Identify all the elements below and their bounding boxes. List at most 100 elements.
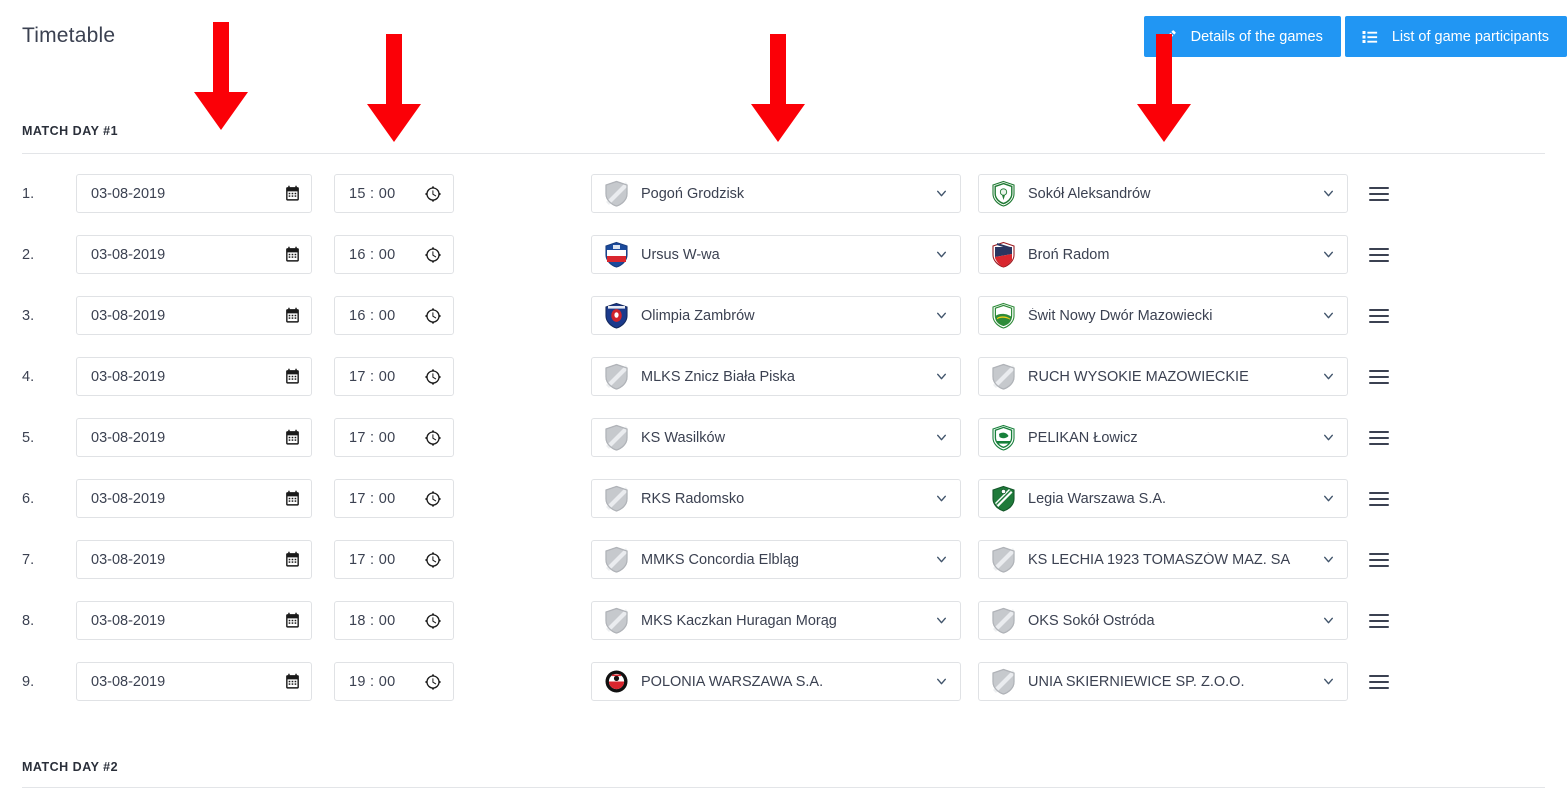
calendar-icon[interactable] <box>284 429 301 446</box>
chevron-down-icon[interactable] <box>934 431 948 444</box>
calendar-icon[interactable] <box>284 307 301 324</box>
reorder-drag-handle[interactable] <box>1369 672 1389 692</box>
away-team-select[interactable]: Sokół Aleksandrów <box>978 174 1348 213</box>
home-team-crest-icon <box>604 424 629 451</box>
date-value: 03-08-2019 <box>91 612 166 629</box>
home-team-select[interactable]: POLONIA WARSZAWA S.A. <box>591 662 961 701</box>
chevron-down-icon[interactable] <box>1321 248 1335 261</box>
time-field[interactable]: 16 : 00 <box>334 235 454 274</box>
home-team-crest-icon <box>604 546 629 573</box>
away-team-select[interactable]: Legia Warszawa S.A. <box>978 479 1348 518</box>
home-team-select[interactable]: KS Wasilków <box>591 418 961 457</box>
time-value: 16 : 00 <box>349 246 396 263</box>
calendar-icon[interactable] <box>284 612 301 629</box>
reorder-drag-handle[interactable] <box>1369 184 1389 204</box>
time-field[interactable]: 18 : 00 <box>334 601 454 640</box>
home-team-select[interactable]: Ursus W-wa <box>591 235 961 274</box>
date-field[interactable]: 03-08-2019 <box>76 418 312 457</box>
clock-icon[interactable] <box>425 673 441 690</box>
chevron-down-icon[interactable] <box>1321 309 1335 322</box>
chevron-down-icon[interactable] <box>1321 370 1335 383</box>
time-field[interactable]: 19 : 00 <box>334 662 454 701</box>
clock-icon[interactable] <box>425 185 441 202</box>
reorder-drag-handle[interactable] <box>1369 306 1389 326</box>
time-value: 17 : 00 <box>349 429 396 446</box>
time-field[interactable]: 17 : 00 <box>334 479 454 518</box>
chevron-down-icon[interactable] <box>934 309 948 322</box>
time-field[interactable]: 16 : 00 <box>334 296 454 335</box>
date-value: 03-08-2019 <box>91 185 166 202</box>
clock-icon[interactable] <box>425 551 441 568</box>
chevron-down-icon[interactable] <box>934 492 948 505</box>
calendar-icon[interactable] <box>284 490 301 507</box>
calendar-icon[interactable] <box>284 551 301 568</box>
details-of-the-games-label: Details of the games <box>1190 28 1323 45</box>
home-team-name: Olimpia Zambrów <box>641 307 755 324</box>
home-team-select[interactable]: RKS Radomsko <box>591 479 961 518</box>
clock-icon[interactable] <box>425 429 441 446</box>
away-team-select[interactable]: PELIKAN Łowicz <box>978 418 1348 457</box>
chevron-down-icon[interactable] <box>1321 187 1335 200</box>
match-rows: 1. 03-08-2019 15 : 00 Pogoń Grodzisk <box>0 163 1567 712</box>
reorder-drag-handle[interactable] <box>1369 428 1389 448</box>
reorder-drag-handle[interactable] <box>1369 245 1389 265</box>
chevron-down-icon[interactable] <box>934 675 948 688</box>
date-field[interactable]: 03-08-2019 <box>76 235 312 274</box>
chevron-down-icon[interactable] <box>934 370 948 383</box>
date-value: 03-08-2019 <box>91 368 166 385</box>
date-field[interactable]: 03-08-2019 <box>76 601 312 640</box>
clock-icon[interactable] <box>425 307 441 324</box>
chevron-down-icon[interactable] <box>1321 675 1335 688</box>
time-field[interactable]: 15 : 00 <box>334 174 454 213</box>
reorder-drag-handle[interactable] <box>1369 550 1389 570</box>
time-value: 16 : 00 <box>349 307 396 324</box>
details-of-the-games-button[interactable]: Details of the games <box>1143 16 1341 57</box>
reorder-drag-handle[interactable] <box>1369 611 1389 631</box>
clock-icon[interactable] <box>425 612 441 629</box>
away-team-select[interactable]: RUCH WYSOKIE MAZOWIECKIE <box>978 357 1348 396</box>
home-team-crest-icon <box>604 668 629 695</box>
time-field[interactable]: 17 : 00 <box>334 357 454 396</box>
row-number: 8. <box>22 612 35 629</box>
clock-icon[interactable] <box>425 246 441 263</box>
away-team-select[interactable]: KS LECHIA 1923 TOMASZÓW MAZ. SA <box>978 540 1348 579</box>
calendar-icon[interactable] <box>284 673 301 690</box>
chevron-down-icon[interactable] <box>934 187 948 200</box>
chevron-down-icon[interactable] <box>1321 614 1335 627</box>
match-day-2-divider <box>22 787 1545 788</box>
chevron-down-icon[interactable] <box>1321 431 1335 444</box>
date-field[interactable]: 03-08-2019 <box>76 296 312 335</box>
list-of-game-participants-button[interactable]: List of game participants <box>1344 16 1567 57</box>
away-team-select[interactable]: Świt Nowy Dwór Mazowiecki <box>978 296 1348 335</box>
calendar-icon[interactable] <box>284 246 301 263</box>
date-field[interactable]: 03-08-2019 <box>76 540 312 579</box>
time-field[interactable]: 17 : 00 <box>334 418 454 457</box>
away-team-select[interactable]: UNIA SKIERNIEWICE SP. Z.O.O. <box>978 662 1348 701</box>
date-field[interactable]: 03-08-2019 <box>76 357 312 396</box>
date-value: 03-08-2019 <box>91 429 166 446</box>
home-team-select[interactable]: Pogoń Grodzisk <box>591 174 961 213</box>
home-team-select[interactable]: Olimpia Zambrów <box>591 296 961 335</box>
chevron-down-icon[interactable] <box>1321 553 1335 566</box>
reorder-drag-handle[interactable] <box>1369 367 1389 387</box>
away-team-select[interactable]: OKS Sokół Ostróda <box>978 601 1348 640</box>
date-field[interactable]: 03-08-2019 <box>76 479 312 518</box>
chevron-down-icon[interactable] <box>934 553 948 566</box>
calendar-icon[interactable] <box>284 185 301 202</box>
time-field[interactable]: 17 : 00 <box>334 540 454 579</box>
reorder-drag-handle[interactable] <box>1369 489 1389 509</box>
date-field[interactable]: 03-08-2019 <box>76 662 312 701</box>
home-team-select[interactable]: MKS Kaczkan Huragan Morąg <box>591 601 961 640</box>
away-team-select[interactable]: Broń Radom <box>978 235 1348 274</box>
date-field[interactable]: 03-08-2019 <box>76 174 312 213</box>
away-team-name: Broń Radom <box>1028 246 1110 263</box>
chevron-down-icon[interactable] <box>1321 492 1335 505</box>
calendar-icon[interactable] <box>284 368 301 385</box>
clock-icon[interactable] <box>425 368 441 385</box>
clock-icon[interactable] <box>425 490 441 507</box>
chevron-down-icon[interactable] <box>934 248 948 261</box>
chevron-down-icon[interactable] <box>934 614 948 627</box>
match-day-1-divider <box>22 153 1545 154</box>
home-team-select[interactable]: MLKS Znicz Biała Piska <box>591 357 961 396</box>
home-team-select[interactable]: MMKS Concordia Elbląg <box>591 540 961 579</box>
